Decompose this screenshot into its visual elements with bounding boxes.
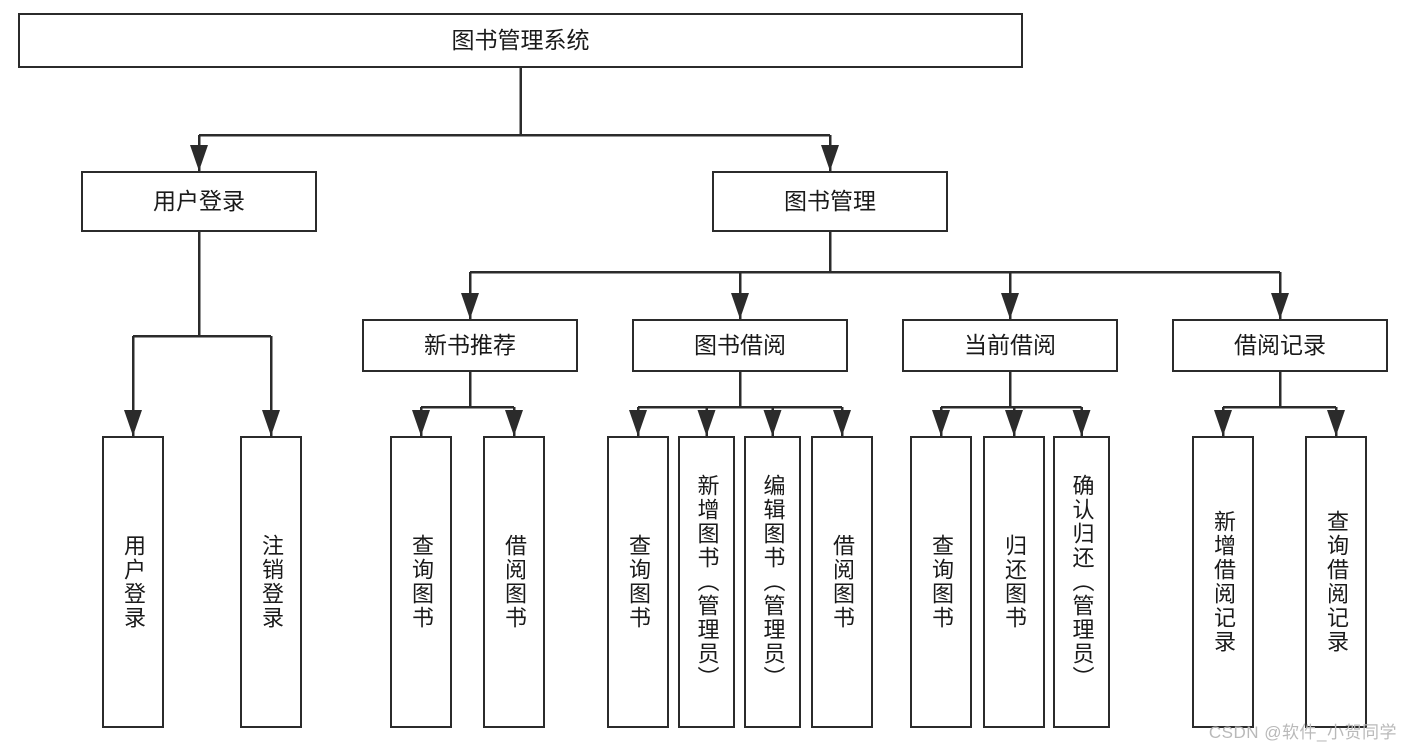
node-borrow: 图书借阅 [632,319,848,372]
node-label: 借阅图书 [830,534,855,630]
arrowhead-icon [1072,410,1091,436]
node-leaf-borrow-book-1: 借阅图书 [483,436,545,728]
node-label: 新增图书（管理员） [694,474,720,690]
arrowhead-icon [1005,410,1023,436]
node-label: 归还图书 [1002,534,1027,630]
arrowhead-icon [821,145,839,171]
node-leaf-user-login: 用户登录 [102,436,164,728]
node-label: 当前借阅 [964,331,1056,358]
arrowhead-icon [190,145,208,171]
node-login: 用户登录 [81,171,317,232]
node-label: 查询图书 [626,534,651,630]
arrowhead-icon [461,293,479,319]
node-label: 借阅图书 [502,534,527,630]
node-label: 注销登录 [259,534,284,630]
node-label: 用户登录 [153,187,245,214]
node-label: 确认归还（管理员） [1069,474,1095,690]
arrowhead-icon [1214,410,1232,436]
node-leaf-add-record: 新增借阅记录 [1192,436,1254,728]
node-label: 编辑图书（管理员） [760,474,786,690]
arrowhead-icon [1327,410,1345,436]
node-current: 当前借阅 [902,319,1118,372]
node-label: 查询借阅记录 [1324,510,1349,654]
node-records: 借阅记录 [1172,319,1388,372]
node-label: 查询图书 [409,534,434,630]
arrowhead-icon [1271,293,1289,319]
node-leaf-logout: 注销登录 [240,436,302,728]
arrowhead-icon [629,410,647,436]
node-leaf-query-record: 查询借阅记录 [1305,436,1367,728]
arrowhead-icon [505,410,523,436]
node-leaf-return-book: 归还图书 [983,436,1045,728]
arrowhead-icon [412,410,430,436]
arrowhead-icon [833,410,851,436]
node-label: 借阅记录 [1234,331,1326,358]
node-leaf-query-book-1: 查询图书 [390,436,452,728]
arrowhead-icon [763,410,782,436]
arrowhead-icon [731,293,749,319]
node-leaf-add-book: 新增图书（管理员） [678,436,735,728]
node-newbook: 新书推荐 [362,319,578,372]
node-label: 用户登录 [121,534,146,630]
arrowhead-icon [697,410,716,436]
node-label: 查询图书 [929,534,954,630]
node-label: 新增借阅记录 [1211,510,1236,654]
node-leaf-query-book-2: 查询图书 [607,436,669,728]
node-leaf-edit-book: 编辑图书（管理员） [744,436,801,728]
arrowhead-icon [124,410,142,436]
node-label: 图书管理 [784,187,876,214]
arrowhead-icon [932,410,950,436]
node-leaf-borrow-book-2: 借阅图书 [811,436,873,728]
node-label: 新书推荐 [424,331,516,358]
node-root: 图书管理系统 [18,13,1023,68]
watermark: CSDN @软件_小贺同学 [1208,723,1397,742]
node-label: 图书借阅 [694,331,786,358]
node-leaf-query-book-3: 查询图书 [910,436,972,728]
arrowhead-icon [1001,293,1019,319]
arrowhead-icon [262,410,280,436]
node-bookmgmt: 图书管理 [712,171,948,232]
node-label: 图书管理系统 [451,26,590,53]
node-leaf-confirm-return: 确认归还（管理员） [1053,436,1110,728]
